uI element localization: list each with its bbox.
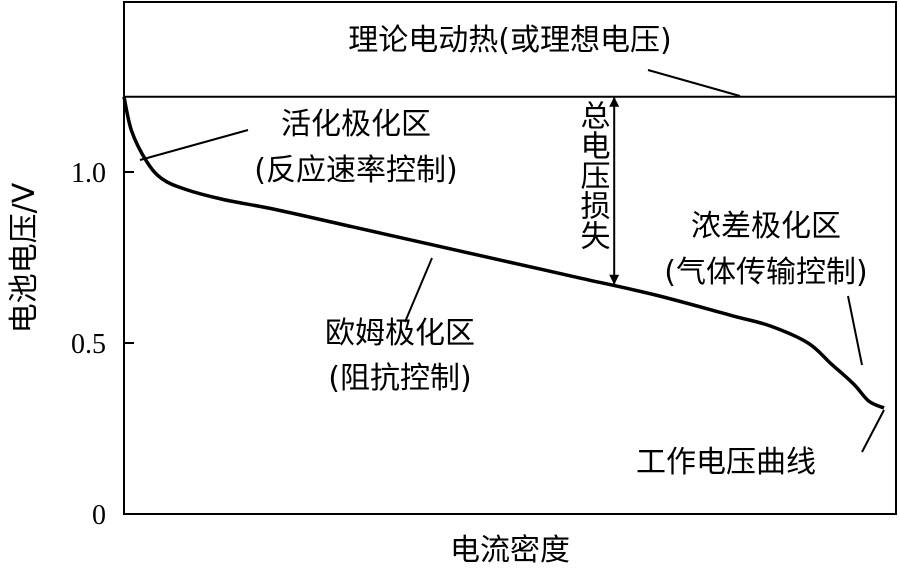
plot-frame (123, 1, 897, 515)
concentration-label-line2: (气体传输控制) (664, 255, 867, 290)
concentration-label-line1: 浓差极化区 (691, 209, 841, 244)
x-axis-label: 电流密度 (450, 533, 570, 568)
curve-leader-line (861, 409, 885, 453)
theory-leader-line (647, 69, 741, 97)
y-axis-ticks: 0 0.5 1.0 (71, 158, 134, 531)
y-tick-label: 1.0 (71, 158, 106, 189)
concentration-leader-line (847, 295, 863, 366)
working-curve-label: 工作电压曲线 (636, 445, 816, 480)
ohmic-label-line1: 欧姆极化区 (325, 316, 475, 351)
theoretical-label: 理论电动热(或理想电压) (348, 23, 671, 58)
y-tick-label: 0.5 (71, 329, 106, 360)
activation-leader-line (139, 129, 249, 161)
activation-label-line2: (反应速率控制) (254, 153, 457, 188)
y-axis-label: 电池电压/V (7, 182, 42, 333)
working-voltage-curve (122, 96, 885, 410)
ohmic-label-line2: (阻抗控制) (328, 361, 471, 396)
ohmic-leader-line (404, 257, 433, 323)
activation-label-line1: 活化极化区 (281, 107, 431, 142)
total-loss-label: 总电压损失 (575, 100, 611, 250)
y-tick-label: 0 (92, 500, 106, 531)
